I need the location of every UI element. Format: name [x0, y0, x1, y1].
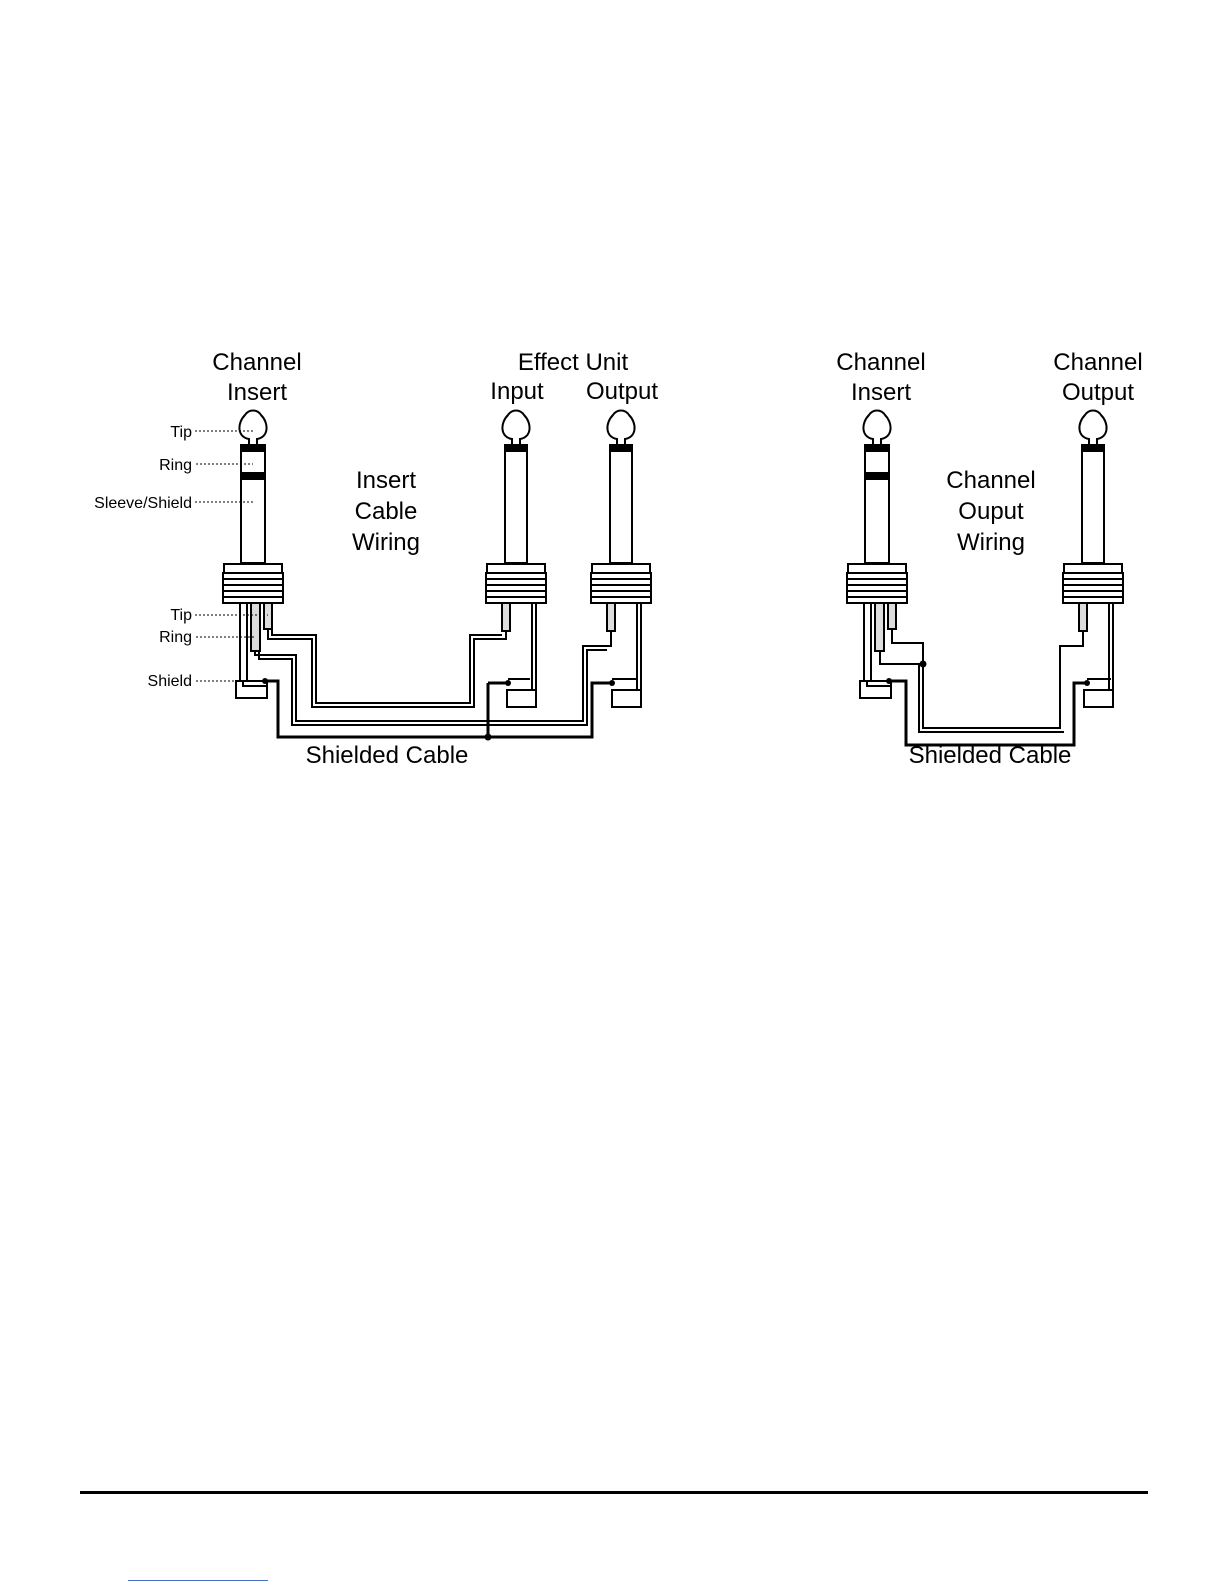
- insert-title-line1: Insert: [356, 467, 416, 494]
- insert-wiring: [243, 629, 636, 737]
- output-header: Output: [586, 378, 658, 405]
- right-channel-insert-line2: Insert: [851, 379, 911, 406]
- output-wiring: [867, 629, 1111, 745]
- ts-plug-right: [1063, 411, 1123, 708]
- callout-ring: Ring: [159, 457, 192, 474]
- input-header: Input: [490, 378, 544, 405]
- insert-title-line2: Cable: [355, 498, 418, 525]
- callout-solder-ring: Ring: [159, 629, 192, 646]
- ts-plug-output: [591, 411, 651, 708]
- channel-insert-header-line2: Insert: [227, 379, 287, 406]
- insert-title-line3: Wiring: [352, 529, 420, 556]
- right-channel-output-line2: Output: [1062, 379, 1134, 406]
- effect-unit-header: Effect Unit: [518, 349, 629, 376]
- output-title-line2: Ouput: [958, 498, 1024, 525]
- bottom-link-underline: [128, 1580, 268, 1581]
- shielded-cable-label-right: Shielded Cable: [909, 742, 1072, 769]
- callout-sleeve-shield: Sleeve/Shield: [94, 495, 192, 512]
- channel-insert-header-line1: Channel: [212, 349, 301, 376]
- output-title-line1: Channel: [946, 467, 1035, 494]
- right-channel-output-line1: Channel: [1053, 349, 1142, 376]
- right-channel-insert-line1: Channel: [836, 349, 925, 376]
- callout-tip: Tip: [170, 424, 192, 441]
- channel-output-wiring-diagram: Channel Insert Channel Output Channel Ou…: [836, 349, 1142, 769]
- trs-plug-right: [847, 411, 907, 699]
- footer-rule: [80, 1491, 1148, 1494]
- shielded-cable-label-left: Shielded Cable: [306, 742, 469, 769]
- callout-solder-tip: Tip: [170, 607, 192, 624]
- output-title-line3: Wiring: [957, 529, 1025, 556]
- callout-solder-shield: Shield: [148, 673, 192, 690]
- ts-plug-input: [486, 411, 546, 708]
- insert-cable-wiring-diagram: Channel Insert Effect Unit Input Output …: [94, 349, 658, 769]
